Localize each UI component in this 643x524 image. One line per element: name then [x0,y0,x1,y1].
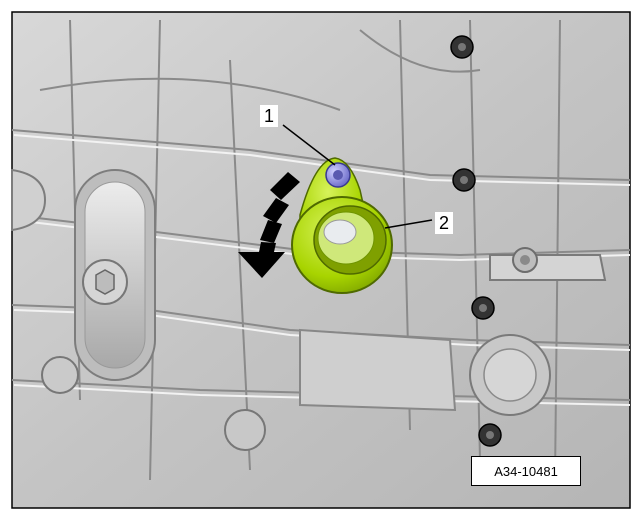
leader-line-2 [384,219,433,229]
reference-code: A34-10481 [471,456,581,486]
central-pad [299,328,457,412]
right-bracket [489,247,607,281]
bottom-left-boss [224,409,266,451]
bolt [325,162,351,188]
left-boss [11,168,47,232]
oval-cover [74,169,156,381]
callout-2: 2 [435,212,454,234]
leader-line-1 [282,124,336,166]
tool-ring [291,157,393,294]
housing-bolts [450,35,502,447]
callout-1: 1 [260,105,279,127]
rotation-arrow-icon [238,172,300,278]
